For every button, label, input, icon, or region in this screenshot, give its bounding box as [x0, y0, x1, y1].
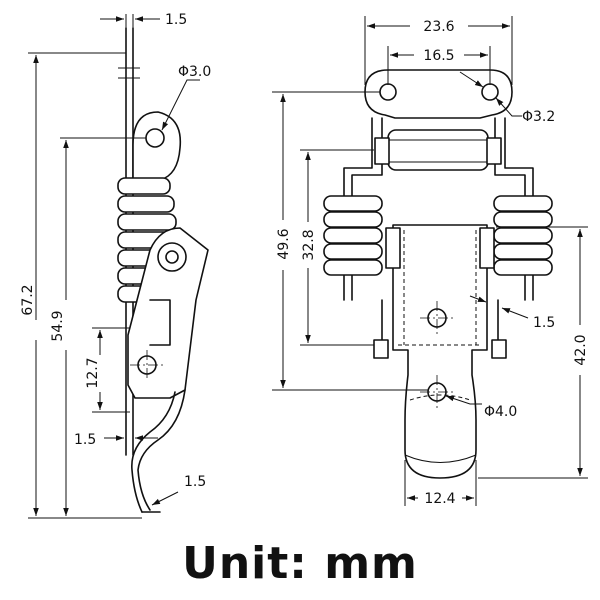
- front-lower-left-rivet: [373, 339, 389, 359]
- side-top-lug: [132, 111, 182, 191]
- dim-side-hole-spacing: 12.7: [85, 357, 101, 388]
- dim-side-total-height: 67.2: [20, 284, 36, 315]
- dim-front-height-outer: 49.6: [276, 228, 292, 259]
- front-pivot-left-cap: [374, 137, 390, 165]
- front-latch-right-ear: [479, 227, 495, 269]
- front-pivot-right-cap: [486, 137, 502, 165]
- side-plate-ticks: [118, 67, 140, 79]
- dim-front-hole-dia: Φ3.2: [522, 109, 555, 125]
- dim-front-hole-spacing: 16.5: [423, 48, 454, 64]
- side-arm-slot: [149, 299, 171, 346]
- dim-side-thickness-mid: 1.5: [74, 432, 96, 448]
- dim-front-overall-width: 23.6: [423, 19, 454, 35]
- front-latch-left-ear: [385, 227, 401, 269]
- dim-side-hook-thickness: 1.5: [184, 474, 206, 490]
- front-view: 23.6 16.5 Φ3.2 49.6 32.8 1.5 42.0 Φ4.0: [272, 16, 589, 507]
- dim-side-hole-dia: Φ3.0: [178, 64, 211, 80]
- front-right-spring: [493, 195, 553, 276]
- dim-front-pivot-dia: Φ4.0: [484, 404, 517, 420]
- dim-front-height-inner: 32.8: [301, 229, 317, 260]
- front-lower-right-rivet: [491, 339, 507, 359]
- dim-side-thickness-top: 1.5: [165, 12, 187, 28]
- side-view: 1.5 Φ3.0 67.2 54.9 12.7 1.5 1.5: [20, 12, 211, 519]
- front-latch-plate: [392, 224, 488, 479]
- dim-front-plate-thickness: 1.5: [533, 315, 555, 331]
- dim-front-latch-height: 42.0: [573, 334, 589, 365]
- front-pivot-bar: [387, 129, 489, 171]
- latch-technical-drawing: 1.5 Φ3.0 67.2 54.9 12.7 1.5 1.5: [20, 12, 589, 519]
- side-hook: [131, 389, 186, 513]
- front-left-spring: [323, 195, 383, 276]
- side-arm-pivot: [157, 242, 187, 272]
- dim-front-bottom-width: 12.4: [424, 491, 455, 507]
- dim-side-hole-to-bottom: 54.9: [50, 310, 66, 341]
- unit-caption: Unit: mm: [182, 538, 418, 589]
